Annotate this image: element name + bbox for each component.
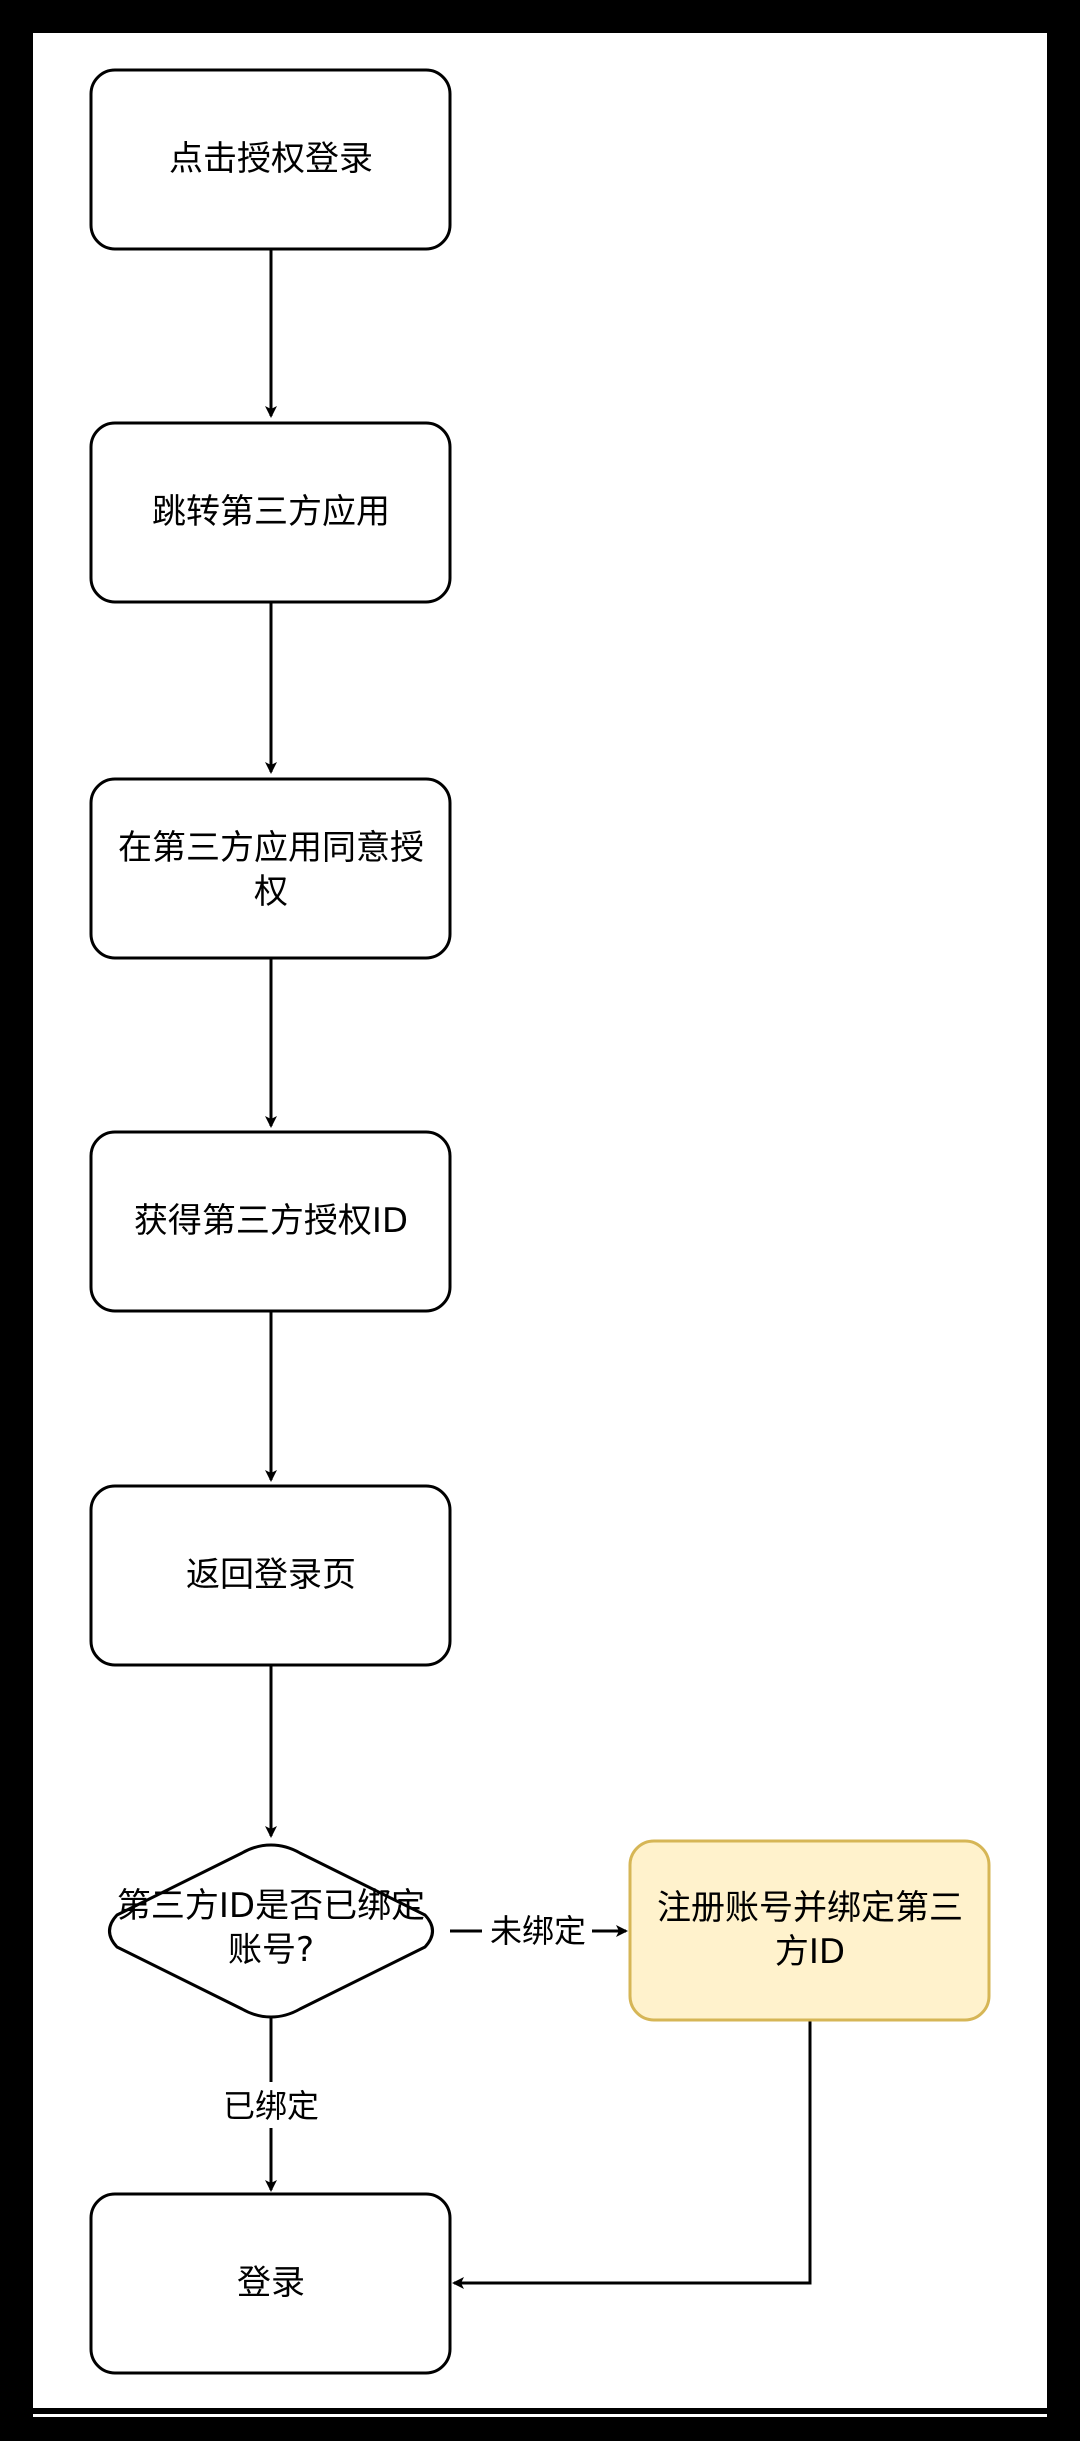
node-label: 跳转第三方应用 [152,492,390,532]
node-return-login-page: 返回登录页 [89,1484,452,1667]
node-label-line2: 账号? [228,1930,314,1970]
node-label-line2: 方ID [775,1932,845,1972]
node-register-bind: 注册账号并绑定第三 方ID [628,1839,991,2022]
node-label: 获得第三方授权ID [134,1201,408,1241]
node-label-line1: 第三方ID是否已绑定 [117,1886,425,1926]
node-bound-decision: 第三方ID是否已绑定 账号? [108,1843,434,2019]
node-agree-auth: 在第三方应用同意授 权 [89,777,452,960]
node-click-auth-login: 点击授权登录 [89,68,452,251]
node-label-line1: 注册账号并绑定第三 [657,1888,963,1928]
node-label-line2: 权 [254,872,288,912]
edge-label-not-bound: 未绑定 [490,1912,586,1950]
node-login: 登录 [89,2192,452,2375]
node-get-auth-id: 获得第三方授权ID [89,1130,452,1313]
bottom-divider [33,2414,1047,2417]
node-label-line1: 在第三方应用同意授 [118,828,424,868]
node-label: 登录 [237,2263,305,2303]
node-jump-third-party: 跳转第三方应用 [89,421,452,604]
edge-label-bound: 已绑定 [223,2087,319,2125]
edge-register-to-login [452,2020,812,2289]
node-label: 点击授权登录 [169,139,373,179]
node-label: 返回登录页 [186,1555,356,1595]
